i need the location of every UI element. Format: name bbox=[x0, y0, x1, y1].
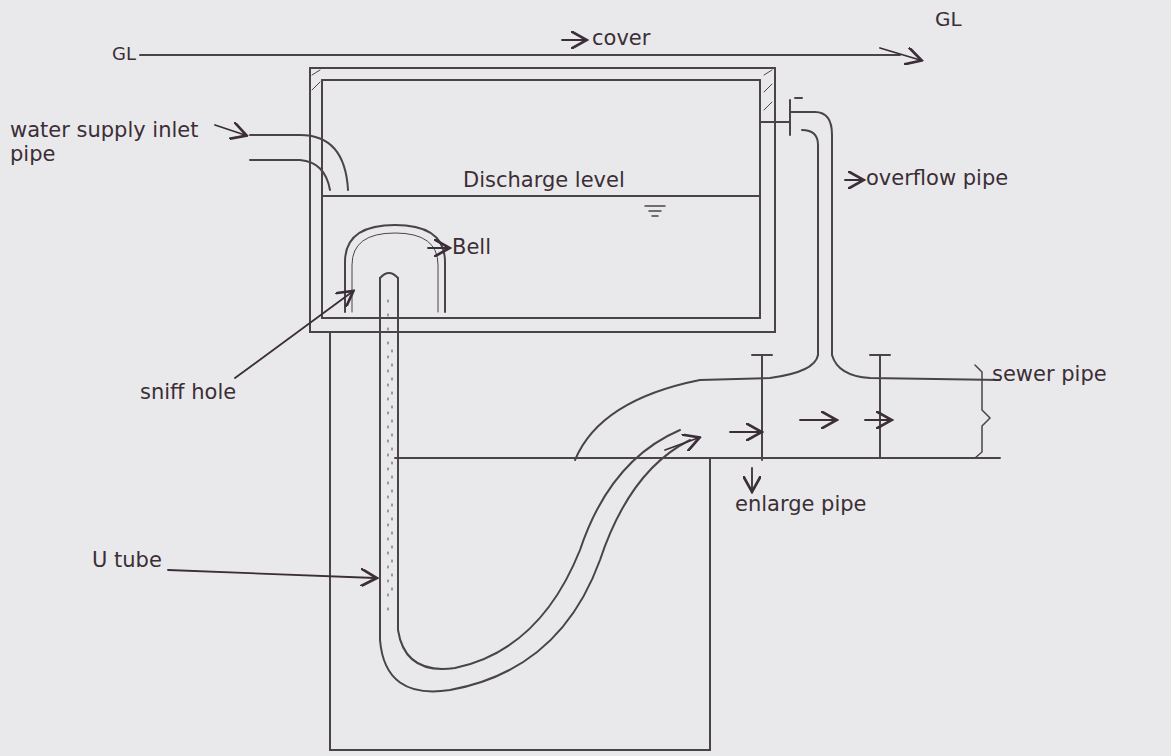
part-label: water supply inlet pipe bbox=[10, 118, 225, 166]
part-label: sniff hole bbox=[140, 380, 280, 404]
part-label: U tube bbox=[92, 548, 182, 572]
ground-level: GL bbox=[112, 44, 172, 65]
part-label: enlarge pipe bbox=[735, 492, 915, 516]
level-label: Discharge level bbox=[463, 168, 693, 192]
part-label: Bell bbox=[452, 235, 532, 259]
part-label: sewer pipe bbox=[992, 362, 1152, 386]
part-label: overflow pipe bbox=[866, 166, 1046, 190]
ground-level: GL bbox=[935, 8, 995, 31]
part-label: cover bbox=[592, 26, 712, 50]
